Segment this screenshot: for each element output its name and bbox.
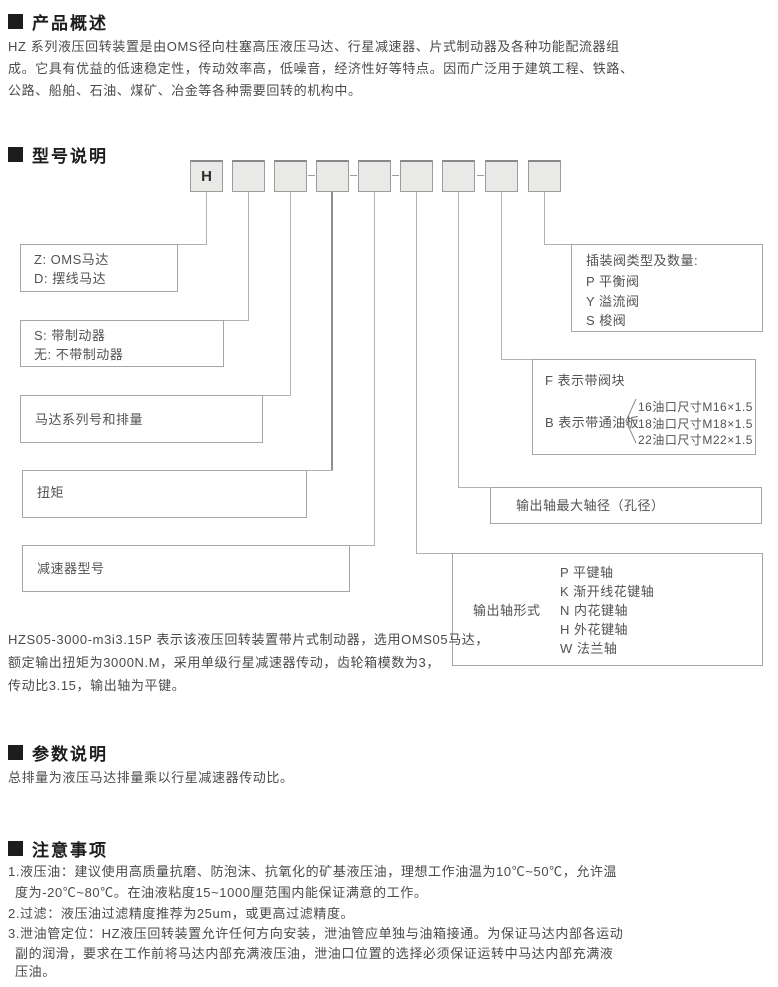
label-line: F 表示带阀块 — [545, 373, 626, 388]
notes-line: 1.液压油：建议使用高质量抗磨、防泡沫、抗氧化的矿基液压油，理想工作油温为10℃… — [8, 864, 618, 879]
leader-line-9 — [544, 192, 545, 244]
model-code-box-5 — [358, 160, 391, 192]
connector-line — [458, 487, 490, 488]
label-line: N 内花键轴 — [560, 603, 629, 618]
label-line: P 平衡阀 — [586, 274, 640, 289]
notes-line: 压油。 — [15, 964, 56, 979]
connector-line — [307, 470, 333, 471]
label-line: 减速器型号 — [37, 561, 105, 576]
label-line: 扭矩 — [37, 485, 65, 500]
label-torque: 扭矩 — [22, 470, 307, 518]
overview-line: 成。它具有优益的低速稳定性，传动效率高，低噪音，经济性好等特点。因而广泛用于建筑… — [8, 61, 634, 76]
label-line: 马达系列号和排量 — [35, 412, 144, 427]
label-line: W 法兰轴 — [560, 641, 618, 656]
section-title: 注意事项 — [32, 841, 108, 860]
label-line: 无: 不带制动器 — [34, 347, 124, 362]
label-shaft-form: 输出轴形式 P 平键轴 K 渐开线花键轴 N 内花键轴 H 外花键轴 W 法兰轴 — [452, 553, 763, 666]
connector-line — [544, 244, 571, 245]
label-cartridge-valve: 插装阀类型及数量: P 平衡阀 Y 溢流阀 S 梭阀 — [571, 244, 763, 332]
model-example-line: 传动比3.15，输出轴为平键。 — [8, 678, 186, 693]
connector-line — [350, 545, 375, 546]
label-line: S 梭阀 — [586, 313, 627, 328]
notes-line: 副的润滑，要求在工作前将马达内部充满液压油，泄油口位置的选择必须保证运转中马达内… — [15, 946, 614, 961]
section-heading-params: 参数说明 — [8, 740, 108, 765]
label-line: Y 溢流阀 — [586, 294, 640, 309]
label-line: 输出轴形式 — [473, 603, 541, 618]
label-line: 16油口尺寸M16×1.5 — [638, 400, 753, 414]
label-motor-type: Z: OMS马达 D: 摆线马达 — [20, 244, 178, 292]
notes-line: 2.过滤：液压油过滤精度推荐为25um，或更高过滤精度。 — [8, 906, 355, 921]
section-marker-icon — [8, 147, 23, 162]
notes-line: 3.泄油管定位：HZ液压回转装置允许任何方向安装，泄油管应单独与油箱接通。为保证… — [8, 926, 624, 941]
model-code-box-2 — [232, 160, 265, 192]
leader-line-4 — [331, 192, 333, 470]
code-dash — [477, 175, 484, 176]
label-line: H 外花键轴 — [560, 622, 629, 637]
overview-line: HZ 系列液压回转装置是由OMS径向柱塞高压液压马达、行星减速器、片式制动器及各… — [8, 39, 620, 54]
label-motor-series: 马达系列号和排量 — [20, 395, 263, 443]
section-marker-icon — [8, 14, 23, 29]
code-dash — [392, 175, 399, 176]
leader-line-6 — [416, 192, 417, 553]
label-line: P 平键轴 — [560, 565, 614, 580]
label-line: S: 带制动器 — [34, 328, 106, 343]
section-heading-overview: 产品概述 — [8, 9, 108, 34]
model-code-box-6 — [400, 160, 433, 192]
section-marker-icon — [8, 745, 23, 760]
section-heading-notes: 注意事项 — [8, 836, 108, 861]
connector-line — [224, 320, 249, 321]
connector-line — [501, 359, 532, 360]
model-code-box-1: H — [190, 160, 223, 192]
section-title: 参数说明 — [32, 745, 108, 764]
label-valve-block: F 表示带阀块 B 表示带通油板 16油口尺寸M16×1.5 18油口尺寸M18… — [532, 359, 756, 455]
label-line: K 渐开线花键轴 — [560, 584, 655, 599]
overview-line: 公路、船舶、石油、煤矿、冶金等各种需要回转的机构中。 — [8, 83, 362, 98]
label-shaft-diameter: 输出轴最大轴径（孔径） — [490, 487, 762, 524]
code-dash — [308, 175, 315, 176]
label-line: D: 摆线马达 — [34, 271, 107, 286]
leader-line-8 — [501, 192, 502, 359]
section-heading-model: 型号说明 — [8, 142, 108, 167]
model-example-line: HZS05-3000-m3i3.15P 表示该液压回转装置带片式制动器，选用OM… — [8, 632, 490, 647]
section-title: 型号说明 — [32, 147, 108, 166]
label-line: 22油口尺寸M22×1.5 — [638, 433, 753, 447]
model-code-box-9 — [528, 160, 561, 192]
label-reducer: 减速器型号 — [22, 545, 350, 592]
model-code-box-3 — [274, 160, 307, 192]
leader-line-3 — [290, 192, 291, 395]
label-line: Z: OMS马达 — [34, 252, 109, 267]
brace-icon — [625, 398, 637, 444]
model-code-box-8 — [485, 160, 518, 192]
label-brake: S: 带制动器 无: 不带制动器 — [20, 320, 224, 367]
code-dash — [350, 175, 357, 176]
notes-line: 度为-20℃~80℃。在油液粘度15~1000厘范围内能保证满意的工作。 — [15, 885, 428, 900]
section-title: 产品概述 — [32, 14, 108, 33]
label-line: B 表示带通油板 — [545, 415, 640, 430]
section-marker-icon — [8, 841, 23, 856]
label-line: 插装阀类型及数量: — [586, 253, 699, 268]
leader-line-2 — [248, 192, 249, 320]
model-code-box-7 — [442, 160, 475, 192]
leader-line-5 — [374, 192, 375, 545]
leader-line-1 — [206, 192, 207, 244]
model-example-line: 额定输出扭矩为3000N.M，采用单级行星减速器传动，齿轮箱模数为3， — [8, 655, 440, 670]
model-code-box-4 — [316, 160, 349, 192]
connector-line — [178, 244, 207, 245]
leader-line-7 — [458, 192, 459, 487]
label-line: 输出轴最大轴径（孔径） — [516, 498, 665, 513]
params-body: 总排量为液压马达排量乘以行星减速器传动比。 — [8, 770, 294, 785]
connector-line — [263, 395, 291, 396]
connector-line — [416, 553, 452, 554]
label-line: 18油口尺寸M18×1.5 — [638, 417, 753, 431]
